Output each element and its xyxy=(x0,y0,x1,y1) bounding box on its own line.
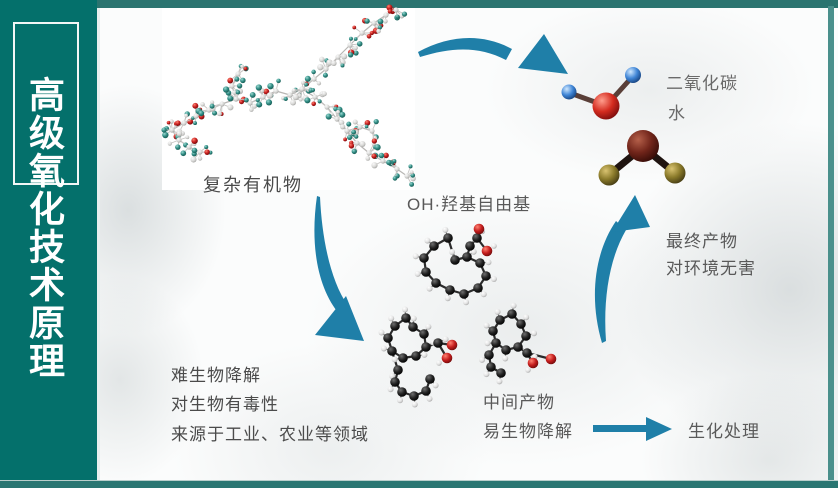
label-water: 水 xyxy=(668,104,686,123)
slide-title-vertical: 高级氧化技术原理 xyxy=(24,76,65,380)
label-complex-organic: 复杂有机物 xyxy=(203,175,303,195)
title-bracket-frame xyxy=(13,22,79,185)
label-biochemical-treatment: 生化处理 xyxy=(688,422,760,441)
sidebar-edge-seam xyxy=(97,8,100,482)
right-border-strip xyxy=(828,6,834,482)
label-final-product: 最终产物 xyxy=(666,232,738,251)
label-intermediate-product: 中间产物 xyxy=(483,393,555,412)
label-carbon-dioxide: 二氧化碳 xyxy=(666,74,738,93)
label-hard-biodegrade: 难生物降解 xyxy=(171,366,261,385)
complex-organic-image xyxy=(162,8,415,190)
top-border-strip xyxy=(0,0,838,8)
label-harmless-environment: 对环境无害 xyxy=(666,259,756,278)
sidebar xyxy=(0,0,97,483)
bottom-border-strip xyxy=(0,480,838,488)
label-easy-biodegrade: 易生物降解 xyxy=(483,422,573,441)
label-toxic: 对生物有毒性 xyxy=(171,395,279,414)
label-hydroxyl-radical: OH·羟基自由基 xyxy=(407,195,532,214)
label-source-industry: 来源于工业、农业等领域 xyxy=(171,425,369,444)
